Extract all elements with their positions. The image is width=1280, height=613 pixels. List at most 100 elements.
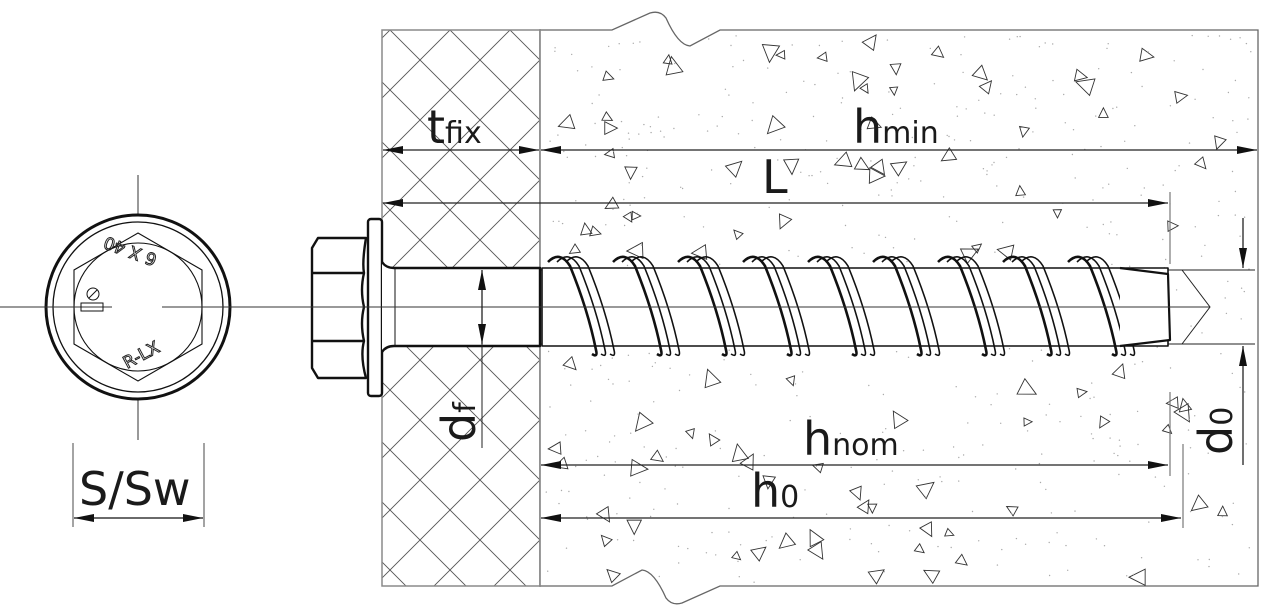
concrete-speck <box>899 107 902 110</box>
aggregate-mark <box>602 70 615 81</box>
concrete-speck <box>1162 184 1164 186</box>
concrete-speck <box>1250 51 1252 53</box>
concrete-speck <box>1188 142 1191 144</box>
concrete-speck <box>911 136 913 139</box>
concrete-speck <box>1034 98 1037 100</box>
concrete-speck <box>1092 437 1094 440</box>
concrete-speck <box>657 116 660 118</box>
concrete-speck <box>906 260 908 263</box>
concrete-speck <box>1227 91 1230 94</box>
aggregate-mark <box>775 49 786 60</box>
concrete-speck <box>788 199 790 201</box>
concrete-speck <box>659 130 662 132</box>
concrete-speck <box>584 430 587 432</box>
concrete-speck <box>621 146 623 149</box>
concrete-speck <box>1231 372 1234 375</box>
hnom-label: hnom <box>803 412 899 466</box>
concrete-speck <box>728 349 730 351</box>
concrete-speck <box>891 195 893 197</box>
concrete-speck <box>890 189 892 191</box>
concrete-speck <box>623 198 625 201</box>
thread-flight <box>677 255 728 357</box>
concrete-speck <box>1190 325 1192 327</box>
aggregate-mark <box>889 161 908 177</box>
concrete-speck <box>849 71 851 73</box>
concrete-speck <box>605 224 607 226</box>
aggregate-mark <box>708 433 721 447</box>
concrete-speck <box>1026 430 1029 432</box>
concrete-speck <box>753 581 755 583</box>
concrete-speck <box>1208 565 1210 568</box>
concrete-speck <box>953 139 956 141</box>
concrete-speck <box>641 175 644 178</box>
concrete-speck <box>628 380 630 382</box>
concrete-speck <box>1220 353 1222 355</box>
concrete-speck <box>557 134 559 136</box>
concrete-speck <box>946 134 948 137</box>
concrete-speck <box>669 367 671 369</box>
aggregate-mark <box>866 503 878 515</box>
concrete-speck <box>1040 349 1043 351</box>
concrete-speck <box>591 368 593 370</box>
concrete-speck <box>933 83 936 85</box>
concrete-speck <box>858 131 860 133</box>
concrete-speck <box>809 415 811 418</box>
concrete-speck <box>939 476 941 478</box>
concrete-speck <box>1217 214 1220 217</box>
concrete-speck <box>849 528 852 530</box>
concrete-speck <box>811 174 813 177</box>
concrete-speck <box>612 150 615 152</box>
concrete-speck <box>1212 117 1214 119</box>
concrete-speck <box>1074 177 1076 179</box>
concrete-speck <box>698 114 700 116</box>
aggregate-mark <box>731 443 750 463</box>
concrete-speck <box>1143 187 1146 189</box>
concrete-speck <box>841 40 843 42</box>
concrete-speck <box>1108 233 1111 235</box>
aggregate-mark <box>970 243 983 254</box>
concrete-speck <box>1116 234 1118 236</box>
concrete-speck <box>1059 421 1061 423</box>
concrete-speck <box>1022 196 1025 198</box>
aggregate-mark <box>1016 377 1038 395</box>
concrete-speck <box>1056 532 1058 534</box>
thread-flight <box>1076 256 1127 357</box>
concrete-speck <box>1086 226 1088 228</box>
concrete-speck <box>1137 443 1139 446</box>
thread-flight <box>686 256 737 357</box>
aggregate-mark <box>604 121 619 136</box>
concrete-speck <box>643 446 645 448</box>
concrete-speck <box>623 224 626 227</box>
aggregate-mark <box>848 485 862 501</box>
concrete-speck <box>1204 244 1206 247</box>
concrete-speck <box>627 132 630 134</box>
concrete-speck <box>896 182 898 184</box>
aggregate-mark <box>762 475 777 490</box>
concrete-speck <box>1173 60 1175 62</box>
concrete-speck <box>1187 429 1190 431</box>
concrete-speck <box>648 352 650 355</box>
concrete-speck <box>963 36 966 38</box>
concrete-speck <box>638 133 640 135</box>
concrete-speck <box>576 70 579 72</box>
concrete-speck <box>600 364 602 367</box>
concrete-speck <box>706 130 709 132</box>
aggregate-mark <box>913 542 925 554</box>
concrete-speck <box>996 564 999 566</box>
concrete-speck <box>561 222 564 225</box>
concrete-speck <box>870 160 872 162</box>
concrete-speck <box>836 157 838 160</box>
concrete-speck <box>1103 545 1106 547</box>
concrete-speck <box>1011 513 1013 515</box>
concrete-speck <box>1154 476 1157 478</box>
aggregate-mark <box>1099 415 1111 429</box>
concrete-speck <box>1236 131 1238 134</box>
concrete-speck <box>1174 169 1176 172</box>
concrete-speck <box>891 470 894 472</box>
concrete-speck <box>681 187 684 190</box>
concrete-speck <box>978 540 980 542</box>
concrete-speck <box>1232 120 1234 122</box>
concrete-speck <box>763 454 765 457</box>
concrete-speck <box>688 374 691 376</box>
aggregate-mark <box>750 546 767 562</box>
